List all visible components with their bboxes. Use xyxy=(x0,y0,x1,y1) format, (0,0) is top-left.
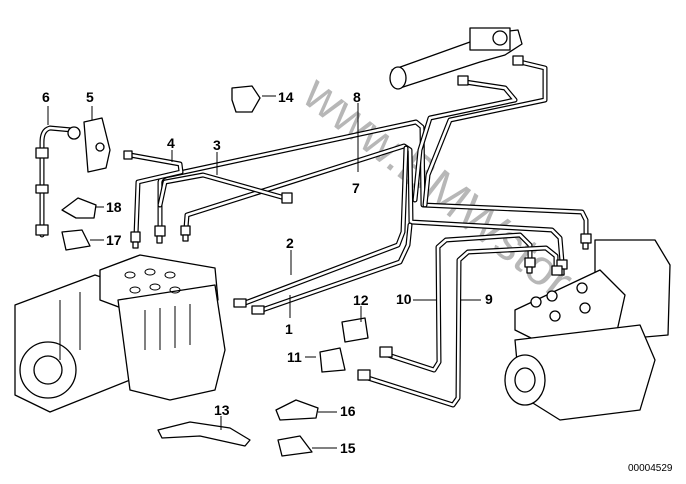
strip-13 xyxy=(157,421,251,447)
abs-hydraulic-unit xyxy=(14,254,226,413)
callout-17: 17 xyxy=(106,232,122,248)
clip-15 xyxy=(277,435,313,457)
callout-2: 2 xyxy=(286,235,294,251)
brake-line-9 xyxy=(365,245,559,408)
callout-16: 16 xyxy=(340,403,356,419)
brake-line-4 xyxy=(127,152,184,238)
hydraulic-unit-right xyxy=(504,239,671,421)
diagram-code: 00004529 xyxy=(628,463,673,474)
callout-18: 18 xyxy=(106,199,122,215)
callout-1: 1 xyxy=(285,321,293,337)
brake-hose-6 xyxy=(35,125,81,238)
master-cylinder xyxy=(389,27,523,90)
brake-lines xyxy=(127,59,589,408)
brake-line-1 xyxy=(259,222,413,313)
callout-7: 7 xyxy=(352,180,360,196)
holder-11 xyxy=(319,347,346,373)
callout-15: 15 xyxy=(340,440,356,456)
callout-5: 5 xyxy=(86,89,94,105)
tube-fittings xyxy=(123,55,592,381)
callouts: 6 5 14 4 3 8 7 18 17 2 1 12 10 9 11 16 1… xyxy=(42,89,673,474)
callout-8: 8 xyxy=(353,89,361,105)
bracket-5-hole xyxy=(95,142,105,152)
holder-12 xyxy=(341,317,369,343)
brake-line-10 xyxy=(385,232,533,373)
clip-18 xyxy=(61,197,97,219)
brake-line-2 xyxy=(242,145,409,306)
callout-6: 6 xyxy=(42,89,50,105)
clip-17 xyxy=(61,229,91,251)
callout-4: 4 xyxy=(167,135,175,151)
callout-14: 14 xyxy=(278,89,294,105)
brake-line-7 xyxy=(183,143,565,265)
clip-16 xyxy=(275,399,319,421)
callout-11: 11 xyxy=(287,349,302,365)
callout-9: 9 xyxy=(485,291,493,307)
leader-lines xyxy=(47,95,481,449)
brake-line-3 xyxy=(157,172,288,208)
clip-14 xyxy=(231,85,261,113)
callout-12: 12 xyxy=(353,292,369,308)
brake-line-upper xyxy=(412,59,548,208)
callout-13: 13 xyxy=(214,402,230,418)
callout-10: 10 xyxy=(396,291,412,307)
callout-3: 3 xyxy=(213,137,221,153)
